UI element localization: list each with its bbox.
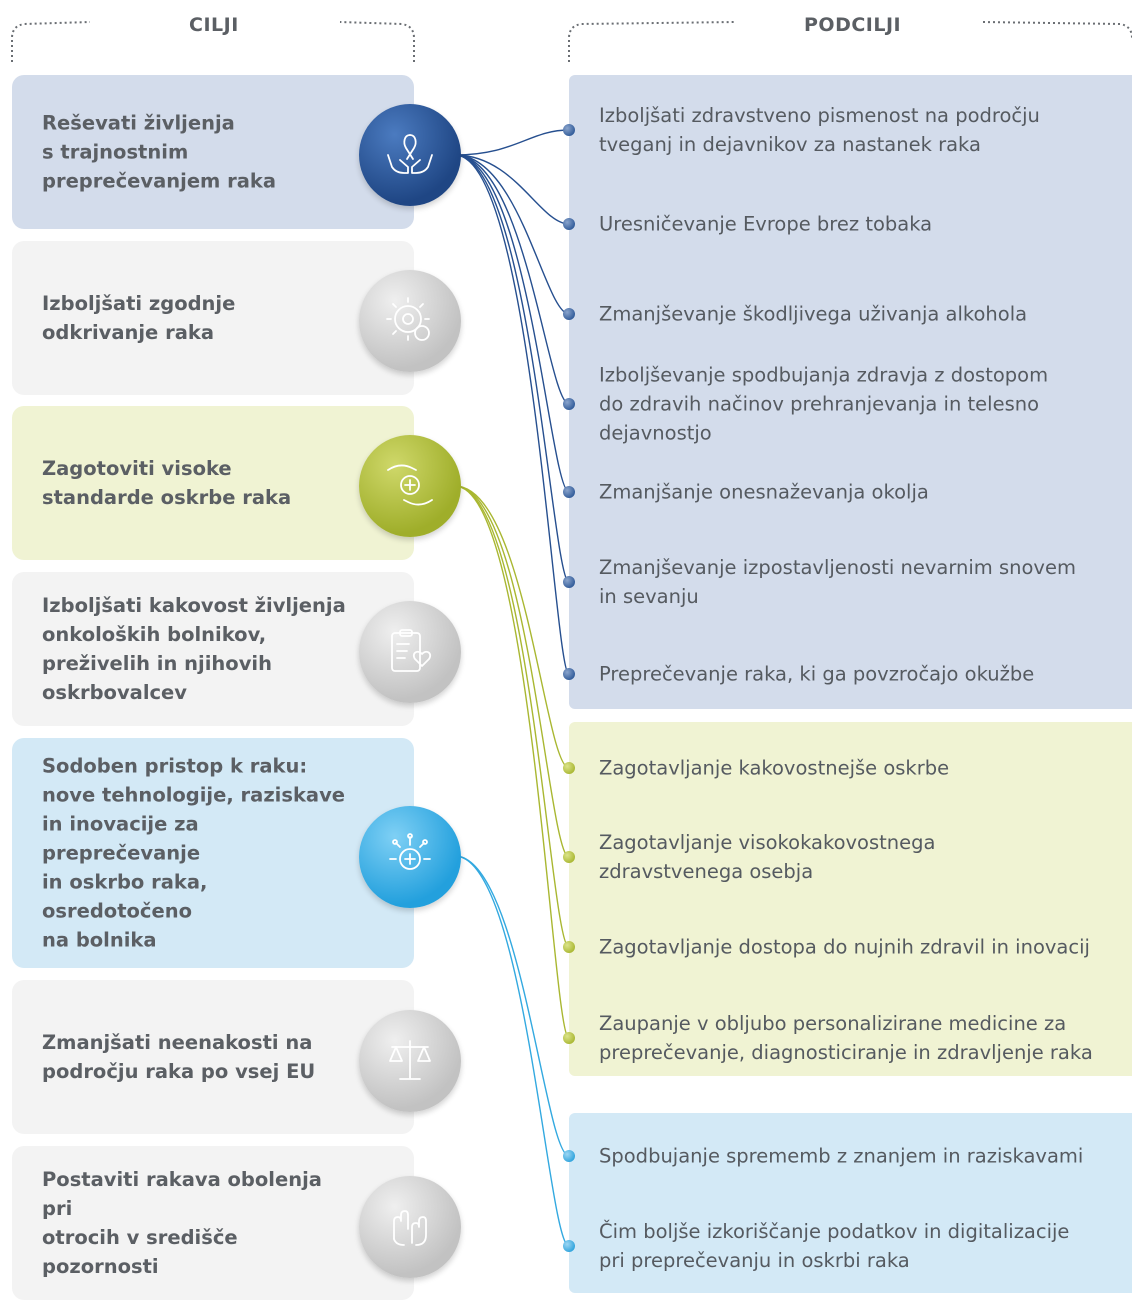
subgoal-panel-prevention <box>569 75 1132 709</box>
goal-label: Zmanjšati neenakosti na področju raka po… <box>42 1031 316 1083</box>
goal-box: Postaviti rakava obolenja pri otrocih v … <box>12 1146 414 1300</box>
scales-icon <box>359 1010 461 1112</box>
innovation-gear-icon <box>359 806 461 908</box>
subgoal-text: Zmanjševanje izpostavljenosti nevarnim s… <box>599 556 1076 608</box>
connector-dot <box>563 308 575 320</box>
subgoal-text: Zmanjševanje škodljivega uživanja alkoho… <box>599 302 1028 326</box>
subgoal-text: Čim boljše izkoriščanje podatkov in digi… <box>599 1220 1070 1272</box>
connector-dot <box>563 762 575 774</box>
goal-box: Reševati življenja s trajnostnim prepreč… <box>12 75 414 229</box>
subgoal-text: Uresničevanje Evrope brez tobaka <box>599 212 933 236</box>
subgoal-text: Zmanjšanje onesnaževanja okolja <box>599 480 929 504</box>
subgoal-text: Zaupanje v obljubo personalizirane medic… <box>599 1012 1093 1064</box>
subgoal-panel-innovation <box>569 1113 1132 1293</box>
goal-label: Reševati življenja s trajnostnim prepreč… <box>42 111 277 193</box>
goal-box: Zmanjšati neenakosti na področju raka po… <box>12 980 414 1134</box>
subgoal-text: Preprečevanje raka, ki ga povzročajo oku… <box>599 662 1035 686</box>
goals-header: CILJI <box>189 14 239 36</box>
connector-dot <box>563 398 575 410</box>
subgoal-text: Spodbujanje sprememb z znanjem in razisk… <box>599 1144 1084 1168</box>
goal-label: Postaviti rakava obolenja pri otrocih v … <box>42 1168 322 1278</box>
connector-dot <box>563 851 575 863</box>
goal-box: Izboljšati kakovost življenja onkoloških… <box>12 572 414 726</box>
subgoal-text: Zagotavljanje visokokakovostnega zdravst… <box>599 831 936 883</box>
goal-label: Izboljšati zgodnje odkrivanje raka <box>42 292 236 344</box>
goal-label: Izboljšati kakovost življenja onkoloških… <box>42 594 346 704</box>
medical-care-hands-icon <box>359 435 461 537</box>
subgoal-text: Izboljševanje spodbujanja zdravja z dost… <box>599 363 1049 445</box>
cell-virus-icon <box>359 270 461 372</box>
child-hands-icon <box>359 1176 461 1278</box>
connector-dot <box>563 576 575 588</box>
subgoal-text: Zagotavljanje dostopa do nujnih zdravil … <box>599 935 1090 959</box>
subgoal-text: Zagotavljanje kakovostnejše oskrbe <box>599 756 950 780</box>
goal-box: Sodoben pristop k raku: nove tehnologije… <box>12 738 414 968</box>
connector-dot <box>563 668 575 680</box>
connector-dot <box>563 1150 575 1162</box>
goal-label: Sodoben pristop k raku: nove tehnologije… <box>42 754 346 952</box>
subgoal-text: Izboljšati zdravstveno pismenost na podr… <box>599 104 1040 156</box>
goal-box: Izboljšati zgodnje odkrivanje raka <box>12 241 414 395</box>
connector-dot <box>563 218 575 230</box>
connector-dot <box>563 124 575 136</box>
connector-dot <box>563 486 575 498</box>
goal-box: Zagotoviti visoke standarde oskrbe raka <box>12 406 414 560</box>
connector-dot <box>563 1032 575 1044</box>
connector-dot <box>563 941 575 953</box>
goal-label: Zagotoviti visoke standarde oskrbe raka <box>42 457 292 509</box>
clipboard-heart-icon <box>359 601 461 703</box>
connector-dot <box>563 1240 575 1252</box>
subgoals-header: PODCILJI <box>804 14 902 36</box>
ribbon-hands-icon <box>359 104 461 206</box>
subgoal-panel-care <box>569 722 1132 1076</box>
